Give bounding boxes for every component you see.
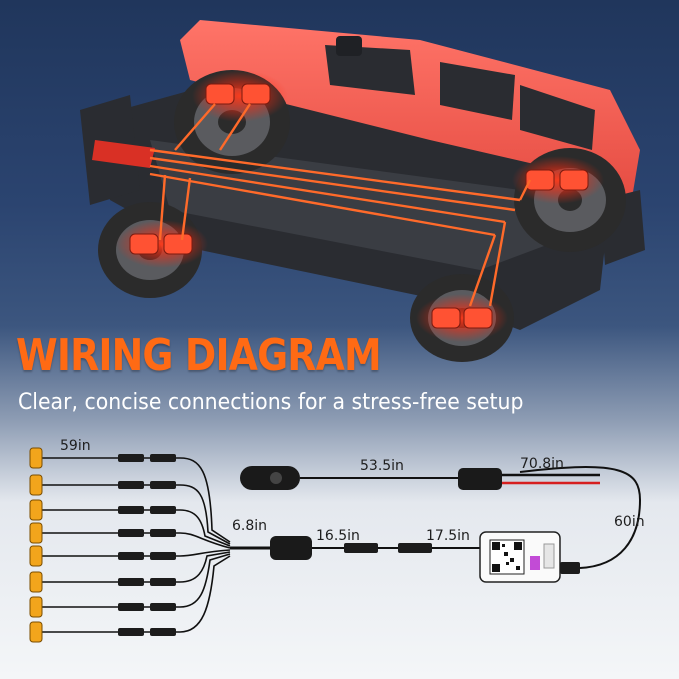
- extension-connector-1: [344, 543, 378, 553]
- pod-light: [29, 596, 43, 618]
- pod-light-column: [29, 447, 43, 643]
- page-subtitle: Clear, concise connections for a stress-…: [18, 390, 524, 415]
- extension-1-length-label: 16.5in: [316, 528, 360, 544]
- pod-lead-wires: [40, 457, 231, 633]
- pod-light: [29, 474, 43, 496]
- splitter-block: [270, 536, 312, 560]
- dc-plug: [560, 562, 580, 574]
- pod-light: [29, 447, 43, 469]
- window-rear: [520, 85, 595, 150]
- window-front: [325, 45, 415, 95]
- window-middle: [440, 62, 515, 120]
- controller-cable-length-label: 60in: [614, 514, 645, 530]
- power-junction: [458, 468, 502, 490]
- pod-lead-connectors: [118, 454, 176, 636]
- side-mirror: [336, 36, 362, 56]
- tail-light-bar: [92, 140, 155, 168]
- pod-light: [29, 545, 43, 567]
- jeep-body: [180, 20, 640, 210]
- pod-light: [29, 621, 43, 643]
- wiring-kit: [29, 447, 642, 643]
- pod-light: [29, 499, 43, 521]
- pod-light: [29, 522, 43, 544]
- rock-light-group-3: [512, 156, 604, 204]
- extension-connector-2: [398, 543, 432, 553]
- switch-button: [270, 472, 282, 484]
- pod-light: [29, 571, 43, 593]
- extension-2-length-label: 17.5in: [426, 528, 470, 544]
- pod-lead-length-label: 59in: [60, 438, 91, 454]
- rock-light-group-4: [416, 294, 508, 342]
- page-title: WIRING DIAGRAM: [16, 330, 382, 381]
- vehicle-wire-harness: [149, 103, 532, 307]
- controller-cable: [519, 466, 642, 569]
- splitter-lead-length-label: 6.8in: [232, 518, 268, 534]
- rock-light-group-2: [116, 220, 208, 268]
- bluetooth-controller: [479, 531, 561, 583]
- power-lead-length-label: 70.8in: [520, 456, 564, 472]
- switch-cable-length-label: 53.5in: [360, 458, 404, 474]
- rock-light-group-1: [192, 70, 288, 122]
- jeep-illustration: [80, 20, 645, 362]
